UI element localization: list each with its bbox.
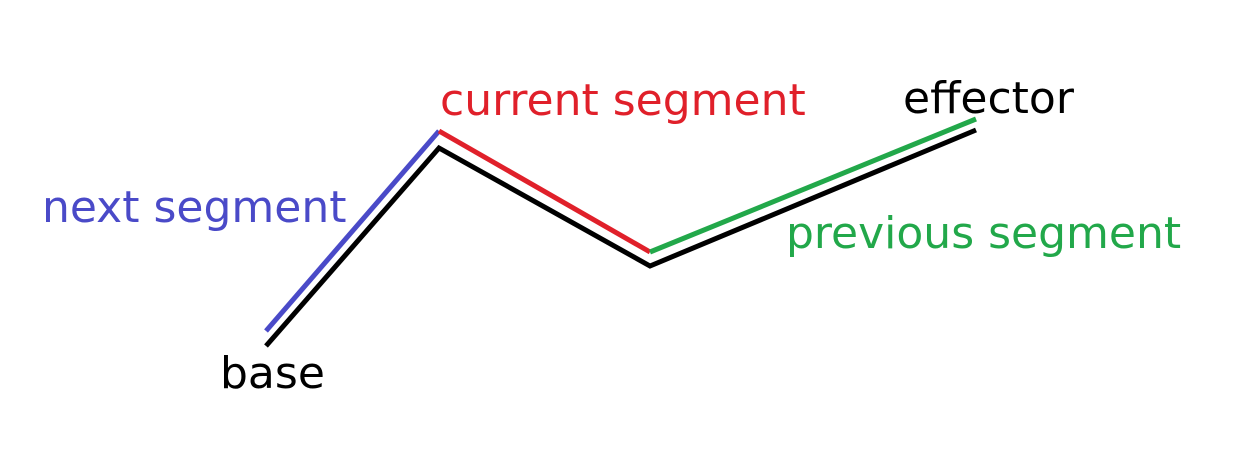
next-segment-line [264,129,441,333]
base-label: base [220,348,325,399]
previous-segment-label: previous segment [786,208,1181,259]
current-segment-label: current segment [440,75,806,126]
current-segment-line [437,128,652,255]
next-segment-label: next segment [42,182,346,233]
previous-segment-line [649,116,977,255]
effector-label: effector [903,73,1075,124]
chain-black-line [264,127,977,348]
